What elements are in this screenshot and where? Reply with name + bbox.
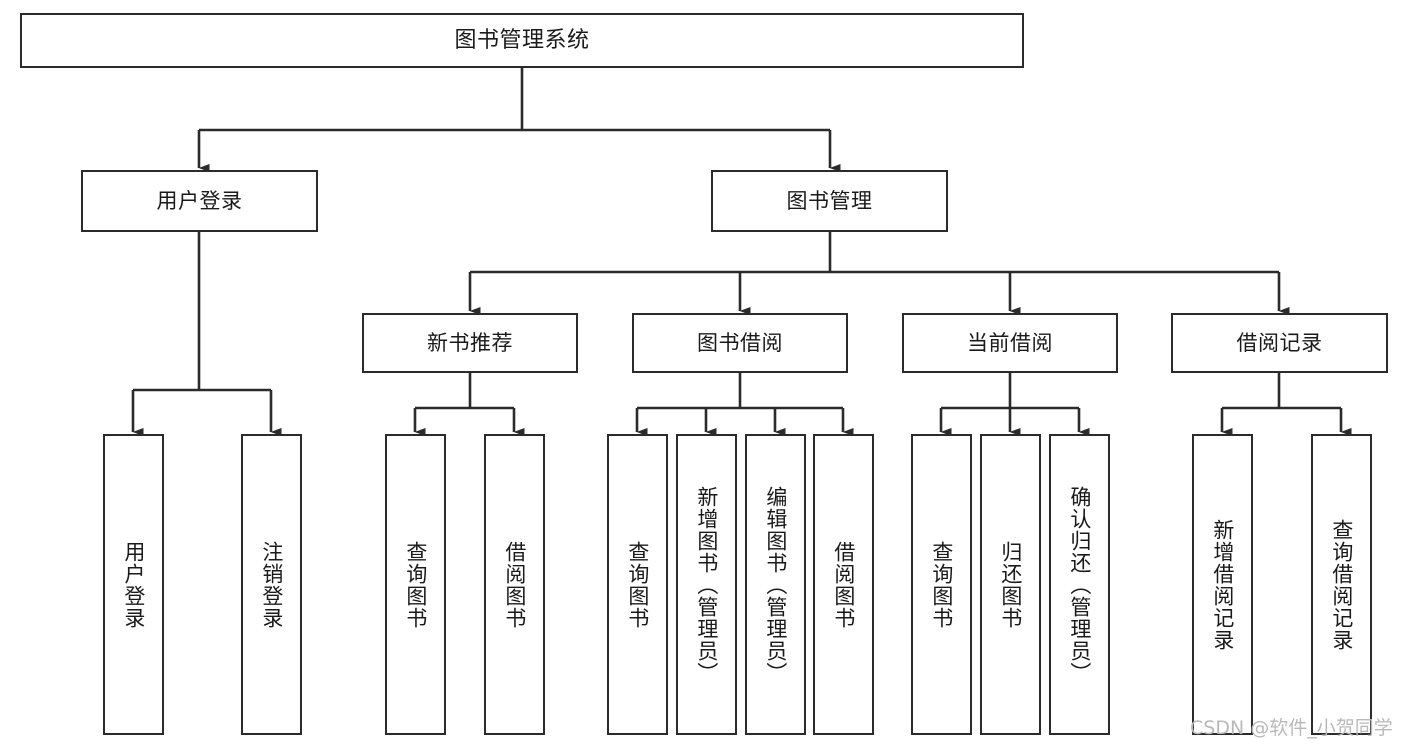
node-user-login[interactable]: 用户登录 — [81, 170, 318, 232]
leaf-confirm-return-admin[interactable]: 确认归还（管理员） — [1049, 434, 1110, 735]
node-label: 注销登录 — [259, 540, 284, 629]
leaf-edit-book-admin[interactable]: 编辑图书（管理员） — [745, 434, 806, 735]
node-book-borrow[interactable]: 图书借阅 — [632, 313, 848, 373]
leaf-logout[interactable]: 注销登录 — [241, 434, 302, 735]
node-current-borrow[interactable]: 当前借阅 — [902, 313, 1118, 373]
node-label: 借阅图书 — [502, 540, 527, 629]
node-book-management[interactable]: 图书管理 — [711, 170, 948, 232]
leaf-query-borrow-record[interactable]: 查询借阅记录 — [1311, 434, 1372, 735]
leaf-query-book-recommend[interactable]: 查询图书 — [385, 434, 446, 735]
leaf-add-borrow-record[interactable]: 新增借阅记录 — [1192, 434, 1253, 735]
node-label: 查询图书 — [625, 540, 650, 629]
node-label: 查询图书 — [929, 540, 954, 629]
node-label: 查询图书 — [403, 540, 428, 629]
leaf-query-book-borrow[interactable]: 查询图书 — [607, 434, 668, 735]
node-label: 当前借阅 — [967, 330, 1053, 355]
leaf-add-book-admin[interactable]: 新增图书（管理员） — [676, 434, 737, 735]
node-label: 图书管理 — [786, 188, 873, 213]
node-label: 归还图书 — [998, 540, 1023, 629]
node-new-book-recommend[interactable]: 新书推荐 — [362, 313, 578, 373]
node-label: 用户登录 — [121, 540, 146, 629]
node-label: 新增图书（管理员） — [694, 485, 719, 684]
node-root-system[interactable]: 图书管理系统 — [20, 13, 1024, 68]
node-borrow-record[interactable]: 借阅记录 — [1171, 313, 1388, 373]
node-label: 查询借阅记录 — [1329, 518, 1354, 651]
node-label: 借阅记录 — [1236, 330, 1323, 355]
leaf-user-login[interactable]: 用户登录 — [103, 434, 164, 735]
node-label: 编辑图书（管理员） — [763, 485, 788, 684]
leaf-query-book-current[interactable]: 查询图书 — [911, 434, 972, 735]
csdn-watermark: CSDN @软件_小贺同学 — [1190, 717, 1393, 739]
node-label: 用户登录 — [156, 188, 243, 213]
node-label: 新增借阅记录 — [1210, 518, 1235, 651]
leaf-return-book[interactable]: 归还图书 — [980, 434, 1041, 735]
leaf-borrow-book-recommend[interactable]: 借阅图书 — [484, 434, 545, 735]
node-label: 借阅图书 — [831, 540, 856, 629]
node-label: 确认归还（管理员） — [1067, 485, 1092, 684]
leaf-borrow-book[interactable]: 借阅图书 — [813, 434, 874, 735]
node-label: 图书借阅 — [697, 330, 783, 355]
node-label: 图书管理系统 — [454, 27, 590, 53]
node-label: 新书推荐 — [427, 330, 513, 355]
